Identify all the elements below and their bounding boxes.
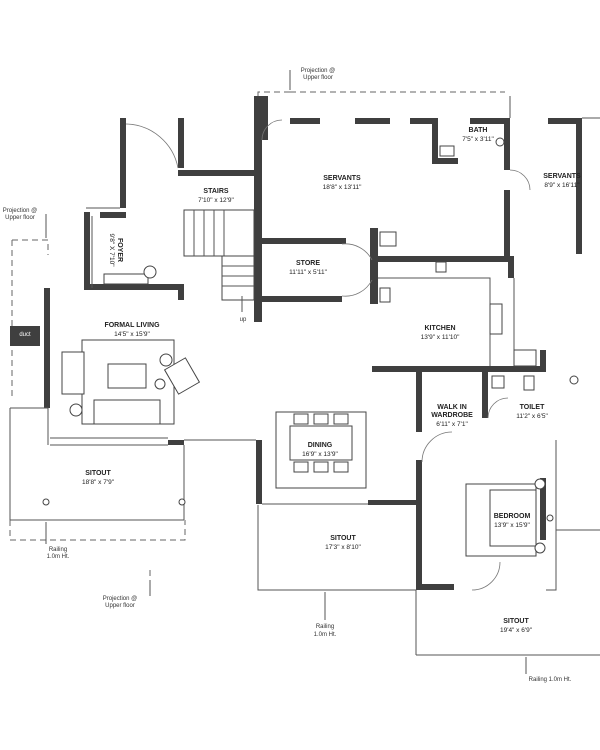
projection-left-line2: Upper floor <box>5 215 35 221</box>
room-size-sitout-right: 19'4" x 6'9" <box>500 627 533 634</box>
room-name-stairs: STAIRS <box>203 188 228 195</box>
room-name-servants-2: SERVANTS <box>543 173 581 180</box>
room-size-walk-in: 6'11" x 7'1" <box>436 421 468 428</box>
railing-left-line1: Railing <box>49 547 67 553</box>
room-size-foyer: 9'8" X 7'10" <box>108 233 115 267</box>
room-size-dining: 16'9" x 13'9" <box>302 451 338 458</box>
room-size-kitchen: 13'9" x 11'10" <box>421 334 460 341</box>
room-name-servants-1: SERVANTS <box>323 175 361 182</box>
room-size-servants-2: 8'9" x 16'11" <box>544 182 580 189</box>
room-name-bath: BATH <box>469 127 488 134</box>
projection-top-line2: Upper floor <box>303 75 333 81</box>
room-size-sitout-mid: 17'3" x 8'10" <box>325 544 361 551</box>
walls <box>10 96 582 590</box>
room-name-walk-in-2: WARDROBE <box>431 412 473 419</box>
door-arcs <box>125 119 531 591</box>
room-labels: SERVANTS 18'8" x 13'11" SERVANTS 8'9" x … <box>82 127 581 634</box>
room-size-formal-living: 14'5" x 15'9" <box>114 331 150 338</box>
annotations: Projection @ Upper floor Projection @ Up… <box>3 68 572 683</box>
room-name-formal-living: FORMAL LIVING <box>104 322 160 329</box>
room-name-kitchen: KITCHEN <box>424 325 455 332</box>
room-name-dining: DINING <box>308 442 333 449</box>
room-size-servants-1: 18'8" x 13'11" <box>323 184 362 191</box>
room-name-foyer: FOYER <box>116 238 123 262</box>
duct-label: duct <box>19 332 31 338</box>
room-name-bedroom: BEDROOM <box>494 513 531 520</box>
projection-bottom-line2: Upper floor <box>105 603 135 609</box>
room-size-bath: 7'5" x 3'11" <box>462 136 494 143</box>
room-name-sitout-left: SITOUT <box>85 470 111 477</box>
stair-treads <box>183 209 255 312</box>
railing-mid-line2: 1.0m Ht. <box>314 632 337 638</box>
projection-left-line1: Projection @ <box>3 208 37 214</box>
room-size-store: 11'11" x 5'11" <box>289 269 328 276</box>
room-size-toilet: 11'2" x 6'5" <box>516 413 548 420</box>
stair-up-label: up <box>240 317 247 323</box>
railing-mid-line1: Railing <box>316 624 334 630</box>
room-name-store: STORE <box>296 260 320 267</box>
room-size-stairs: 7'10" x 12'9" <box>198 197 234 204</box>
projection-top-line1: Projection @ <box>301 68 335 74</box>
room-name-toilet: TOILET <box>520 404 545 411</box>
railing-left-line2: 1.0m Ht. <box>47 554 70 560</box>
projection-bottom-line1: Projection @ <box>103 596 137 602</box>
room-name-sitout-right: SITOUT <box>503 618 529 625</box>
thin-lines <box>9 96 600 656</box>
room-size-bedroom: 13'9" x 15'9" <box>494 522 530 529</box>
room-size-sitout-left: 18'8" x 7'9" <box>82 479 115 486</box>
room-name-walk-in-1: WALK IN <box>437 404 467 411</box>
room-name-sitout-mid: SITOUT <box>330 535 356 542</box>
furniture <box>42 137 579 557</box>
railing-right-label: Railing 1.0m Ht. <box>529 677 572 683</box>
